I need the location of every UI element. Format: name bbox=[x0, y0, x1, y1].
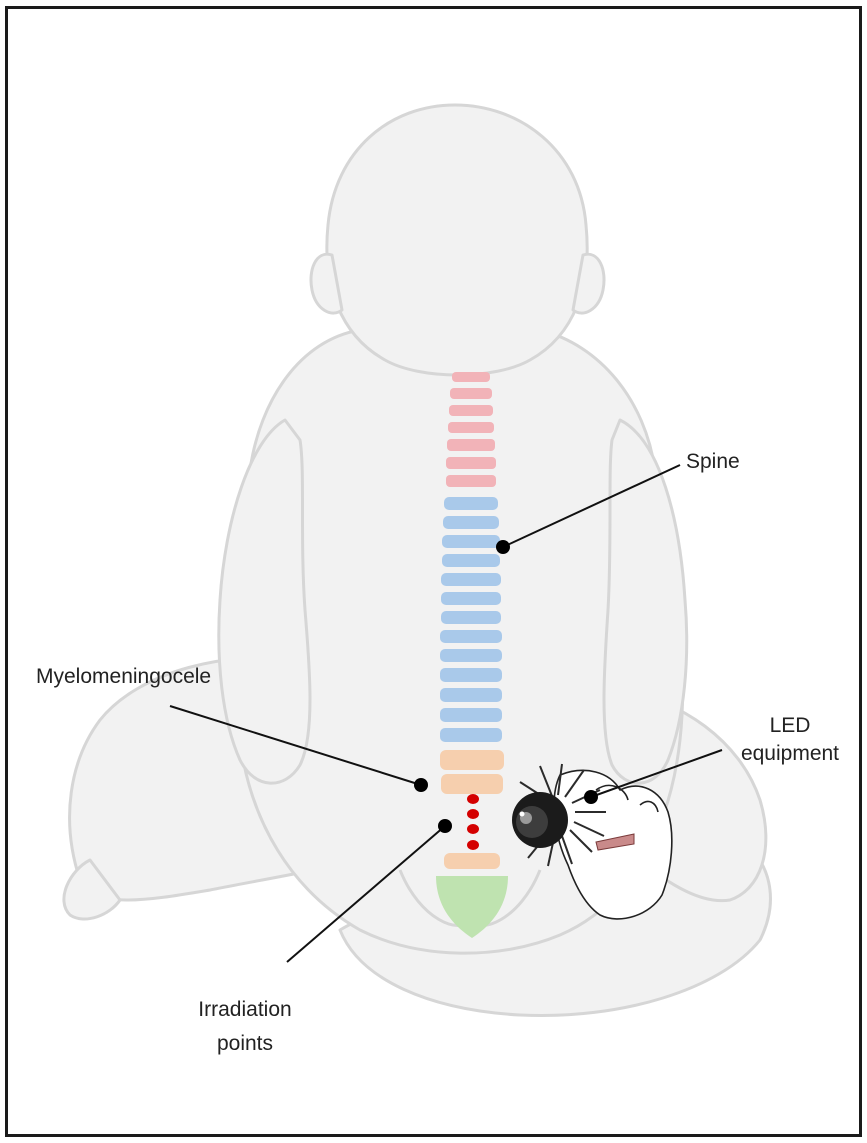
vertebra bbox=[448, 422, 494, 433]
vertebra bbox=[440, 649, 502, 662]
vertebra bbox=[440, 728, 502, 742]
right-arm bbox=[604, 420, 687, 783]
irradiation-point bbox=[467, 824, 479, 834]
vertebra bbox=[452, 372, 490, 382]
vertebra bbox=[446, 475, 496, 487]
led-pointer-dot bbox=[584, 790, 598, 804]
led-label-line1: LED bbox=[720, 712, 860, 740]
irradiation-point bbox=[467, 840, 479, 850]
vertebra bbox=[440, 750, 504, 770]
vertebra bbox=[450, 388, 492, 399]
vertebra bbox=[440, 688, 502, 702]
vertebra bbox=[441, 774, 503, 794]
spine-label: Spine bbox=[686, 448, 740, 476]
myelomeningocele-label: Myelomeningocele bbox=[36, 663, 211, 691]
irradiation-label-line1: Irradiation bbox=[170, 996, 320, 1024]
left-arm bbox=[219, 420, 310, 783]
vertebra bbox=[447, 439, 495, 451]
irradiation-points-label: Irradiation points bbox=[170, 996, 320, 1058]
vertebra bbox=[440, 668, 502, 682]
irradiation-point bbox=[467, 794, 479, 804]
irradiation-pointer-dot bbox=[438, 819, 452, 833]
vertebra bbox=[441, 573, 501, 586]
vertebra bbox=[449, 405, 493, 416]
vertebra bbox=[444, 497, 498, 510]
irradiation-label-line2: points bbox=[170, 1030, 320, 1058]
led-equipment-label: LED equipment bbox=[720, 712, 860, 768]
vertebra bbox=[441, 611, 501, 624]
head bbox=[327, 105, 587, 375]
led-label-line2: equipment bbox=[720, 740, 860, 768]
vertebra bbox=[441, 592, 501, 605]
irradiation-point bbox=[467, 809, 479, 819]
vertebra bbox=[446, 457, 496, 469]
vertebra bbox=[440, 630, 502, 643]
spine-pointer-dot bbox=[496, 540, 510, 554]
vertebra bbox=[442, 554, 500, 567]
vertebra bbox=[444, 853, 500, 869]
vertebra bbox=[440, 708, 502, 722]
vertebra bbox=[442, 535, 500, 548]
vertebra bbox=[443, 516, 499, 529]
myelomeningocele-pointer-dot bbox=[414, 778, 428, 792]
